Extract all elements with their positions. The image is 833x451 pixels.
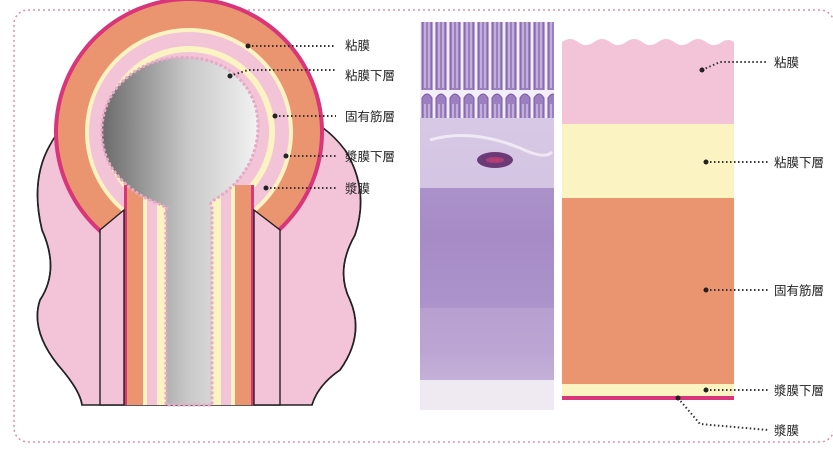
left-label-muscularis: 固有筋層: [345, 109, 395, 124]
right-label-muscularis: 固有筋層: [774, 283, 824, 298]
left-label-subserosa: 漿膜下層: [345, 149, 395, 164]
right-label-group: 粘膜 粘膜下層 固有筋層 漿膜下層 漿膜: [774, 55, 824, 438]
histology-image: [420, 22, 554, 410]
right-label-serosa: 漿膜: [774, 423, 799, 438]
left-label-serosa: 漿膜: [345, 181, 370, 196]
right-label-mucosa: 粘膜: [774, 55, 799, 70]
block-mucosa: [562, 39, 734, 124]
right-label-subserosa: 漿膜下層: [774, 383, 824, 398]
right-label-submucosa: 粘膜下層: [774, 155, 824, 170]
left-label-submucosa: 粘膜下層: [345, 68, 395, 83]
block-serosa: [562, 396, 734, 400]
wall-schematic: [37, 0, 360, 405]
left-label-mucosa: 粘膜: [345, 38, 370, 53]
layer-block-diagram: [562, 39, 734, 400]
